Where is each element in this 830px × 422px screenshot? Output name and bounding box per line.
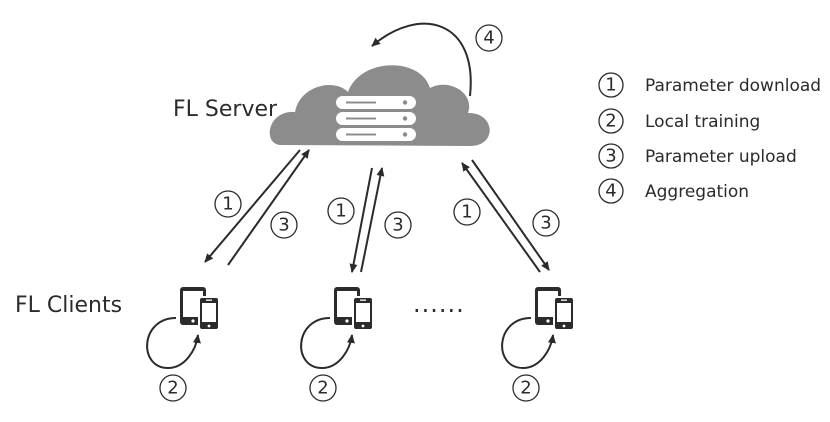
client-device-1: 2 [146, 286, 220, 402]
legend-item-2: 2 Local training [598, 108, 760, 134]
svg-text:1: 1 [335, 201, 346, 222]
upload-arrow-middle [360, 167, 385, 273]
svg-text:Local training: Local training [645, 112, 760, 132]
download-arrow-middle [349, 167, 373, 273]
upload-arrow-right [461, 162, 541, 273]
svg-text:Aggregation: Aggregation [645, 182, 749, 202]
svg-text:Parameter download: Parameter download [645, 76, 821, 96]
legend-item-3: 3 Parameter upload [598, 143, 797, 169]
server-rack-icon [336, 96, 416, 141]
step-1-badge-left: 1 [214, 190, 242, 218]
upload-arrow-left [227, 149, 310, 266]
client-device-2: 2 [300, 286, 374, 402]
svg-text:3: 3 [392, 215, 403, 236]
step-4-badge: 4 [475, 24, 503, 52]
svg-text:3: 3 [540, 213, 551, 234]
legend-item-1: 1 Parameter download [598, 72, 821, 98]
svg-text:4: 4 [605, 181, 616, 202]
download-arrow-right [471, 159, 550, 271]
step-3-badge-right: 3 [532, 209, 560, 237]
step-3-badge-left: 3 [270, 211, 298, 239]
svg-text:1: 1 [605, 75, 616, 96]
svg-text:4: 4 [483, 28, 494, 49]
step-2-badge-client-1: 2 [159, 374, 187, 402]
svg-text:2: 2 [317, 378, 328, 399]
svg-text:1: 1 [222, 194, 233, 215]
legend-item-4: 4 Aggregation [598, 178, 749, 204]
svg-text:2: 2 [167, 378, 178, 399]
step-2-badge-client-3: 2 [512, 374, 540, 402]
download-arrow-left [204, 149, 301, 263]
step-1-badge-middle: 1 [327, 197, 355, 225]
svg-text:3: 3 [605, 146, 616, 167]
step-2-badge-client-2: 2 [309, 374, 337, 402]
clients-label: FL Clients [15, 293, 122, 318]
legend: 1 Parameter download 2 Local training 3 … [598, 72, 821, 204]
step-3-badge-middle: 3 [384, 211, 412, 239]
server-cloud [269, 65, 490, 146]
svg-text:2: 2 [605, 111, 616, 132]
svg-text:2: 2 [520, 378, 531, 399]
step-1-badge-right: 1 [453, 198, 481, 226]
svg-text:3: 3 [278, 215, 289, 236]
clients-ellipsis: ...... [413, 290, 465, 318]
aggregation-arrow [371, 22, 472, 97]
server-label: FL Server [173, 97, 278, 122]
client-device-3: 2 [501, 286, 575, 402]
svg-text:Parameter upload: Parameter upload [645, 147, 797, 167]
svg-text:1: 1 [461, 202, 472, 223]
